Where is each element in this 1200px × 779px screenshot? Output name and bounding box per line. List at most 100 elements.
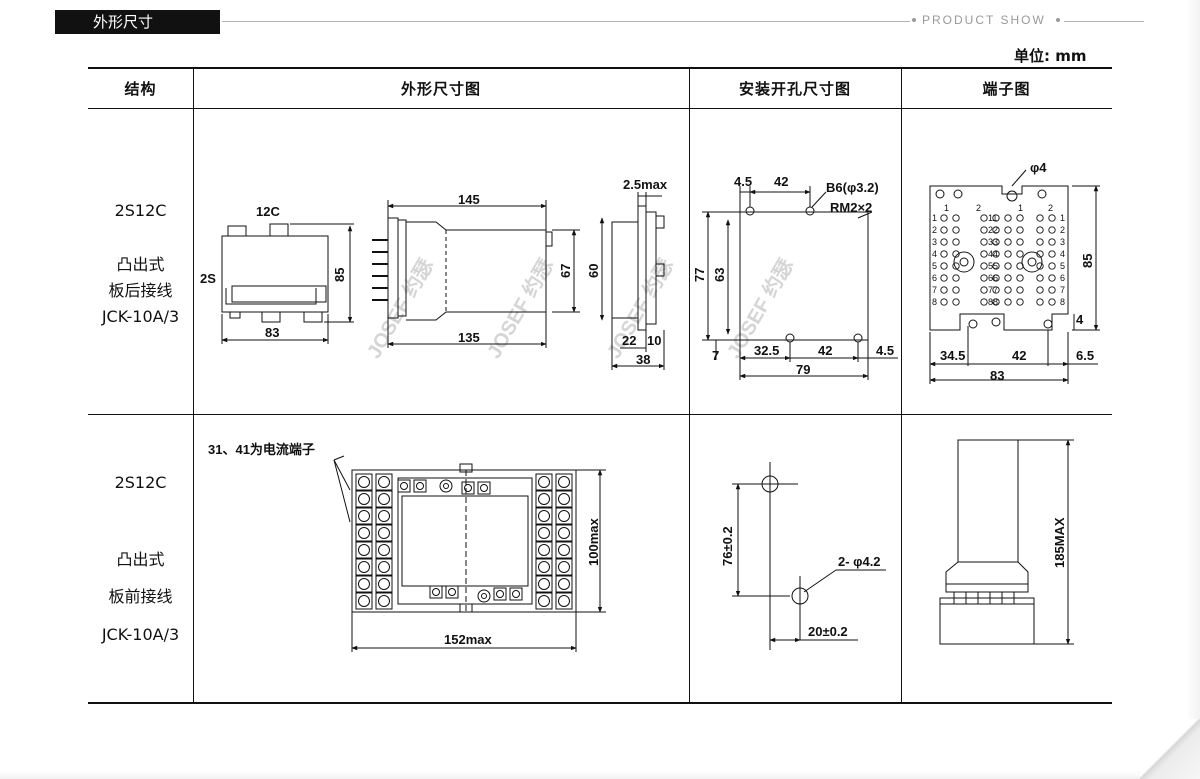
row1-model: 2S12C: [114, 201, 167, 220]
header-dot: [912, 18, 916, 22]
terminal-screw: [538, 561, 550, 573]
terminal-cell: [375, 490, 393, 508]
terminal-hole: [1004, 214, 1012, 222]
terminal-cell: [535, 473, 553, 491]
terminal-number: 33: [988, 237, 998, 247]
r1-cut-d2: 42: [774, 174, 788, 189]
r1-term-small: 4: [1076, 312, 1084, 327]
r2-note: 31、41为电流端子: [208, 442, 315, 457]
terminal-number: 7: [932, 285, 937, 295]
r1-terminal-dots: [940, 214, 1056, 306]
terminal-number: 3: [1060, 237, 1065, 247]
terminal-hole: [952, 226, 960, 234]
terminal-screw: [558, 578, 570, 590]
r2-terminal-side: [939, 439, 1074, 645]
small-terminal-screw: [496, 590, 504, 598]
r1-term-height: 85: [1080, 254, 1095, 268]
terminal-hole: [1016, 274, 1024, 282]
table-header-rule: [88, 108, 1112, 109]
r1-cut-total: 79: [796, 362, 810, 377]
page-edge-shadow: [1186, 0, 1200, 779]
terminal-cell: [355, 541, 373, 559]
terminal-screw: [378, 493, 390, 505]
terminal-screw: [378, 476, 390, 488]
header-structure: 结构: [124, 80, 157, 98]
terminal-hole: [1016, 298, 1024, 306]
terminal-hole: [940, 274, 948, 282]
terminal-hole: [952, 286, 960, 294]
r1-cutout: [702, 186, 898, 380]
terminal-screw: [358, 595, 370, 607]
r1-term-b3: 6.5: [1076, 348, 1094, 363]
terminal-screw: [358, 561, 370, 573]
terminal-number: 8: [1060, 297, 1065, 307]
terminal-number: 4: [932, 249, 937, 259]
row1-type-2: 板后接线: [108, 281, 173, 300]
unit-label: 单位: mm: [1014, 47, 1087, 65]
small-terminal-screw: [432, 588, 440, 596]
terminal-hole: [1016, 238, 1024, 246]
terminal-cell: [375, 575, 393, 593]
terminal-cell: [355, 558, 373, 576]
terminal-hole: [940, 298, 948, 306]
terminal-cell: [355, 524, 373, 542]
watermark: JOSEF 约瑟: [602, 254, 678, 362]
terminal-cell: [355, 473, 373, 491]
terminal-hole: [1004, 226, 1012, 234]
terminal-screw: [558, 510, 570, 522]
terminal-number: 6: [932, 273, 937, 283]
terminal-hole: [1004, 238, 1012, 246]
terminal-cell: [555, 490, 573, 508]
r1-side-bottom: 135: [458, 330, 480, 345]
small-terminal: [477, 481, 491, 495]
terminal-number: 2: [1048, 203, 1053, 213]
r1-cut-d1: 4.5: [734, 174, 752, 189]
terminal-hole: [1048, 274, 1056, 282]
terminal-screw: [378, 527, 390, 539]
terminal-cell: [375, 507, 393, 525]
r1-term-b2: 42: [1012, 348, 1026, 363]
terminal-hole: [1048, 226, 1056, 234]
r1-side-h-outer: 60: [586, 264, 601, 278]
terminal-cell: [535, 575, 553, 593]
terminal-cell: [555, 592, 573, 610]
r1-side-h-inner: 67: [558, 264, 573, 278]
column-divider: [901, 67, 902, 703]
r2-term-height: 185MAX: [1052, 517, 1067, 568]
terminal-cell: [555, 575, 573, 593]
terminal-hole: [952, 298, 960, 306]
terminal-cell: [375, 473, 393, 491]
terminal-screw: [358, 544, 370, 556]
small-terminal: [397, 479, 411, 493]
terminal-screw: [358, 510, 370, 522]
row1-type-3: JCK-10A/3: [101, 307, 180, 326]
terminal-hole: [940, 250, 948, 258]
r2-front-panel: [351, 463, 577, 613]
terminal-number: 44: [988, 249, 998, 259]
terminal-hole: [980, 238, 988, 246]
terminal-cell: [555, 541, 573, 559]
terminal-number: 8: [932, 297, 937, 307]
table-row-rule: [88, 414, 1112, 415]
r1-cut-h-outer: 77: [692, 268, 707, 282]
terminal-screw: [538, 544, 550, 556]
small-terminal-screw: [464, 484, 472, 492]
watermark: JOSEF 约瑟: [362, 254, 438, 362]
section-tag: 外形尺寸: [55, 10, 220, 34]
terminal-number: 3: [932, 237, 937, 247]
terminal-cell: [355, 507, 373, 525]
terminal-hole: [1004, 250, 1012, 258]
small-terminal-screw: [416, 482, 424, 490]
terminal-number: 88: [988, 297, 998, 307]
terminal-number: 11: [988, 213, 997, 223]
terminal-screw: [358, 527, 370, 539]
terminal-number: 7: [1060, 285, 1065, 295]
header-rule: [1064, 21, 1144, 22]
terminal-hole: [992, 214, 1000, 222]
terminal-hole: [1036, 262, 1044, 270]
terminal-screw: [378, 578, 390, 590]
terminal-number: 77: [988, 285, 998, 295]
terminal-cell: [535, 592, 553, 610]
page-curl: [1140, 719, 1200, 779]
